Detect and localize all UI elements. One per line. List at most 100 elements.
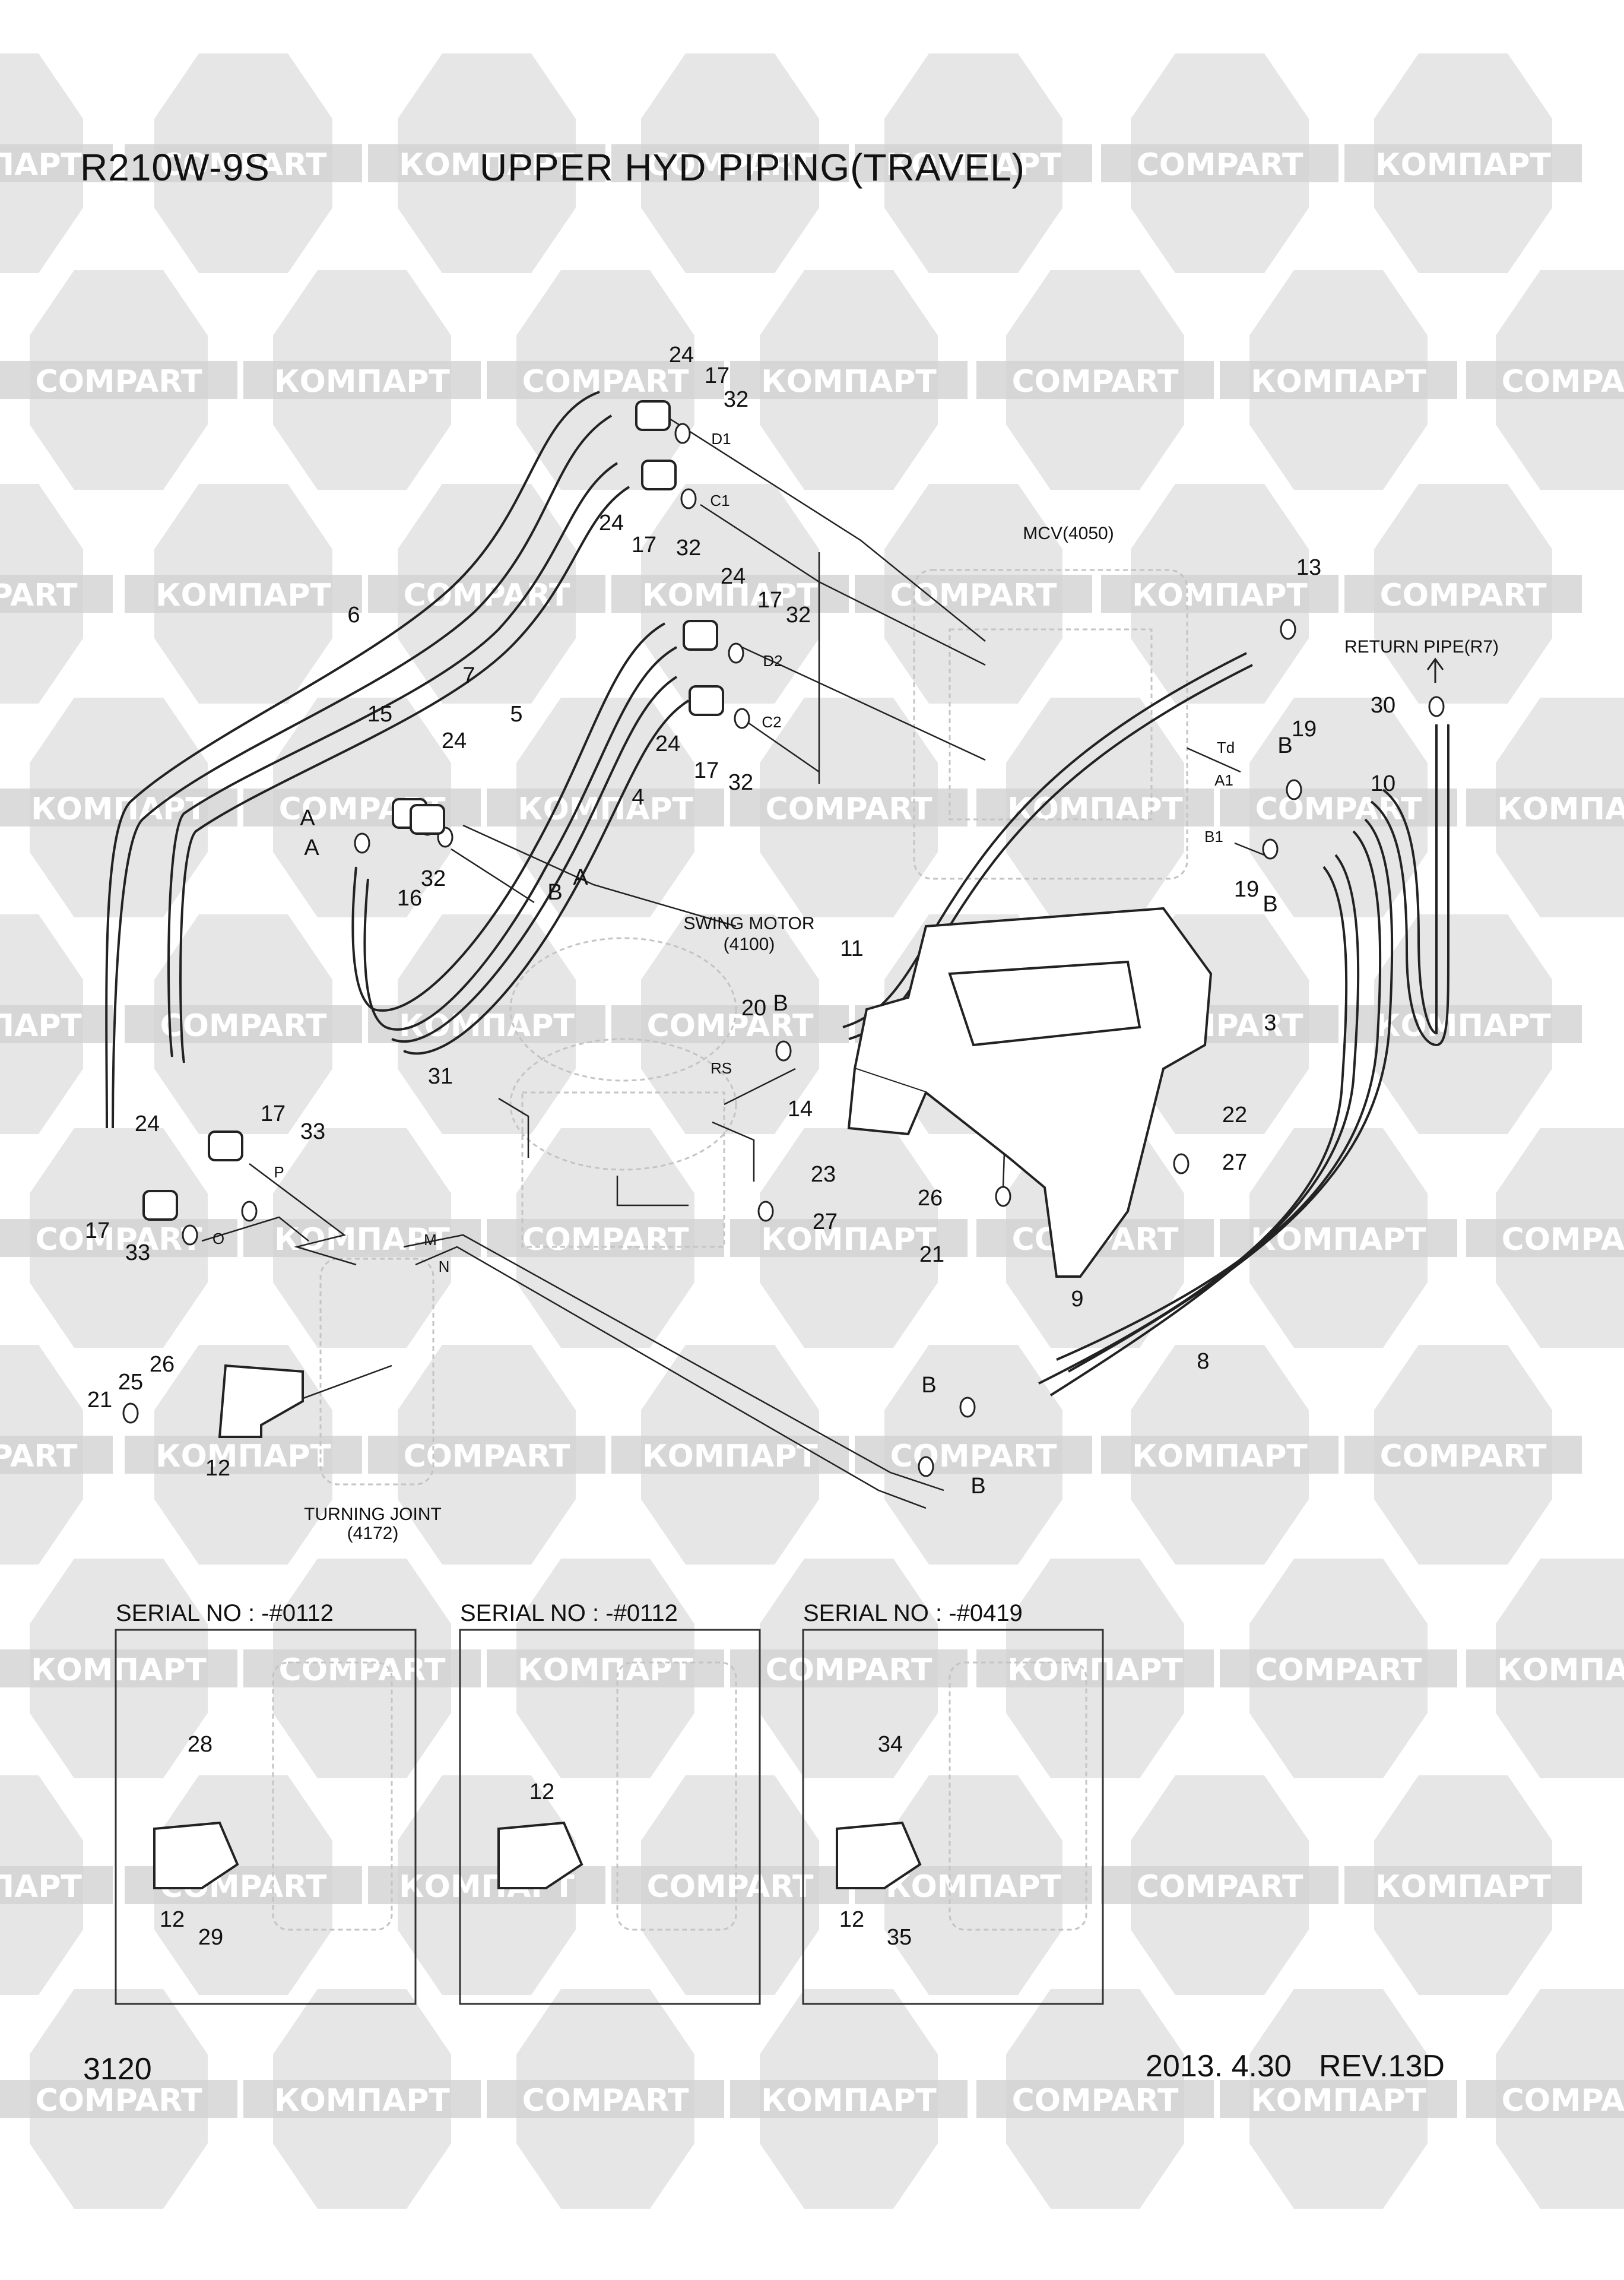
callout-number: 20 xyxy=(741,996,766,1021)
callout-number: 28 xyxy=(188,1732,212,1757)
callout-number: 33 xyxy=(125,1240,150,1265)
svg-text:КОМПАРТ: КОМПАРТ xyxy=(156,1439,331,1474)
watermark-tile: COMPART xyxy=(976,270,1214,490)
svg-text:КОМПАРТ: КОМПАРТ xyxy=(274,364,450,400)
svg-text:КОМПАРТ: КОМПАРТ xyxy=(518,791,693,827)
svg-text:COMPART: COMPART xyxy=(1502,1222,1624,1258)
page-title: UPPER HYD PIPING(TRAVEL) xyxy=(480,146,1025,189)
page-number: 3120 xyxy=(83,2052,152,2086)
callout-number: 17 xyxy=(632,533,656,558)
watermark-tile: КОМПАРТ xyxy=(855,53,1092,273)
svg-text:КОМПАРТ: КОМПАРТ xyxy=(1251,2083,1426,2118)
port-label: Td xyxy=(1217,739,1235,756)
watermark-tile: КОМПАРТ xyxy=(0,698,237,917)
svg-text:COMPART: COMPART xyxy=(404,1439,570,1474)
watermark-tile: КОМПАРТ xyxy=(1466,1559,1624,1778)
svg-text:COMPART: COMPART xyxy=(36,364,202,400)
swing-motor-label: SWING MOTOR xyxy=(683,914,814,933)
return-pipe-label: RETURN PIPE(R7) xyxy=(1344,637,1499,657)
watermark-tile: КОМПАРТ xyxy=(1344,1775,1582,1995)
svg-text:КОМПАРТ: КОМПАРТ xyxy=(761,1222,937,1258)
callout-number: 3 xyxy=(1264,1011,1276,1036)
serial-panel-3 xyxy=(802,1629,1104,2005)
serial-label-1: SERIAL NO : -#0112 xyxy=(116,1600,334,1626)
turning-joint-number: (4172) xyxy=(347,1524,399,1543)
turning-joint-label: TURNING JOINT xyxy=(304,1505,442,1524)
watermark-tile: КОМПАРТ xyxy=(1220,1989,1457,2209)
watermark-tile: КОМПАРТ xyxy=(1344,53,1582,273)
swing-motor-number: (4100) xyxy=(724,935,775,954)
callout-number: 33 xyxy=(300,1119,325,1144)
svg-text:COMPART: COMPART xyxy=(0,578,78,613)
callout-number: 12 xyxy=(160,1907,185,1932)
svg-text:COMPART: COMPART xyxy=(36,2083,202,2118)
svg-text:COMPART: COMPART xyxy=(1255,1652,1422,1688)
serial-panel-2 xyxy=(459,1629,761,2005)
port-label: B xyxy=(773,991,788,1016)
watermark-tile: COMPART xyxy=(368,484,605,704)
svg-text:COMPART: COMPART xyxy=(1012,364,1179,400)
callout-number: 32 xyxy=(724,387,748,412)
callout-number: 15 xyxy=(367,702,392,727)
svg-text:КОМПАРТ: КОМПАРТ xyxy=(1375,1008,1551,1044)
svg-text:КОМПАРТ: КОМПАРТ xyxy=(761,2083,937,2118)
o-ring xyxy=(728,642,744,664)
watermark-tile: COMPART xyxy=(487,1989,724,2209)
svg-text:КОМПАРТ: КОМПАРТ xyxy=(886,147,1061,183)
split-flange xyxy=(410,804,445,835)
o-ring xyxy=(182,1224,198,1246)
port-label: C2 xyxy=(762,713,781,731)
watermark-tile: COMPART xyxy=(1101,1775,1338,1995)
o-ring xyxy=(995,1186,1011,1207)
watermark-tile: КОМПАРТ xyxy=(243,270,481,490)
svg-text:КОМПАРТ: КОМПАРТ xyxy=(1132,578,1308,613)
callout-number: 24 xyxy=(442,729,467,753)
callout-number: 24 xyxy=(669,343,694,368)
watermark-tile: КОМПАРТ xyxy=(1220,270,1457,490)
o-ring xyxy=(1173,1153,1190,1174)
watermark-tile: COMPART xyxy=(730,698,968,917)
svg-text:КОМПАРТ: КОМПАРТ xyxy=(1375,147,1551,183)
serial-panels xyxy=(115,1629,1104,2005)
callout-number: 27 xyxy=(813,1209,838,1234)
port-label: B xyxy=(1277,733,1292,758)
svg-text:COMPART: COMPART xyxy=(647,1869,814,1905)
svg-text:COMPART: COMPART xyxy=(1502,2083,1624,2118)
split-flange xyxy=(142,1190,178,1221)
watermark-tile: COMPART xyxy=(487,1128,724,1348)
watermark-tile: COMPART xyxy=(368,1345,605,1565)
svg-text:КОМПАРТ: КОМПАРТ xyxy=(156,578,331,613)
svg-text:КОМПАРТ: КОМПАРТ xyxy=(518,1652,693,1688)
callout-number: 21 xyxy=(87,1388,112,1413)
watermark-tile: КОМПАРТ xyxy=(0,1775,113,1995)
watermark-tile: COMPART xyxy=(0,484,113,704)
svg-text:COMPART: COMPART xyxy=(279,1652,446,1688)
callout-number: 32 xyxy=(421,866,446,891)
o-ring xyxy=(918,1456,934,1477)
callout-number: 8 xyxy=(1197,1349,1209,1374)
svg-text:COMPART: COMPART xyxy=(522,2083,689,2118)
callout-number: 27 xyxy=(1222,1150,1247,1175)
serial-label-3: SERIAL NO : -#0419 xyxy=(803,1600,1023,1626)
callout-number: 17 xyxy=(85,1218,110,1243)
split-flange xyxy=(641,460,677,490)
callout-number: 21 xyxy=(919,1242,944,1267)
watermark-tile: КОМПАРТ xyxy=(1466,698,1624,917)
watermark-tile: КОМПАРТ xyxy=(0,53,113,273)
watermark-tile: COMPART xyxy=(0,1345,113,1565)
o-ring xyxy=(734,708,750,729)
return-arrow-icon xyxy=(1426,657,1444,683)
svg-text:COMPART: COMPART xyxy=(647,1008,814,1044)
svg-text:COMPART: COMPART xyxy=(160,1008,327,1044)
callout-number: 34 xyxy=(878,1732,903,1757)
watermark-tile: COMPART xyxy=(487,270,724,490)
watermark-tile: COMPART xyxy=(611,1775,849,1995)
port-label: P xyxy=(274,1163,284,1181)
parts-outlines xyxy=(122,400,1445,1889)
callout-number: 35 xyxy=(887,1925,912,1950)
watermark-tile: COMPART xyxy=(976,1989,1214,2209)
watermark-tile: COMPART xyxy=(243,698,481,917)
watermark-tile: КОМПАРТ xyxy=(0,914,113,1134)
callout-number: 17 xyxy=(757,588,782,613)
callout-number: 32 xyxy=(786,603,811,628)
